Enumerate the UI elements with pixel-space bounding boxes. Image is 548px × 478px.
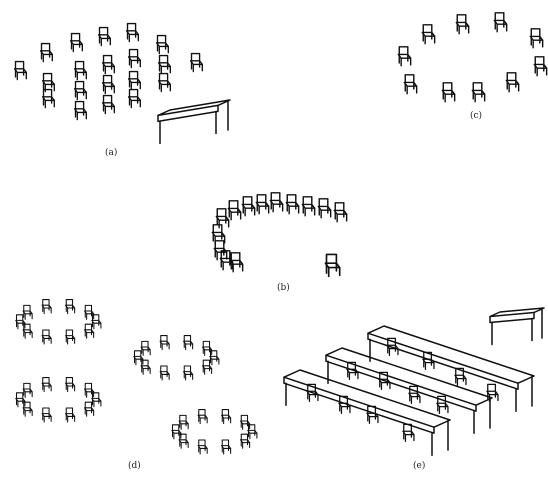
chair-icon [242, 197, 254, 216]
chair-icon [42, 378, 51, 392]
panel-label-e: (e) [413, 461, 425, 471]
chair-icon [43, 74, 55, 92]
chair-icon [15, 62, 27, 80]
chair-icon [103, 76, 115, 94]
chair-icon [160, 336, 169, 350]
chair-icon [99, 28, 111, 46]
chair-icon [75, 102, 87, 120]
chair-icon [159, 56, 171, 74]
chair-icon [42, 300, 51, 314]
chair-icon [66, 378, 75, 392]
chair-icon [23, 305, 32, 319]
chair-icon [71, 34, 83, 52]
chair-icon [456, 15, 468, 34]
chair-icon [160, 366, 169, 380]
chair-icon [42, 330, 51, 344]
chair-icon [129, 50, 141, 68]
chair-icon [286, 195, 298, 214]
chair-icon [66, 408, 75, 422]
panel-c-circle-seating [398, 13, 546, 102]
panel-label-a: (a) [105, 148, 117, 158]
panel-label-d: (d) [128, 461, 141, 471]
table [326, 348, 492, 433]
chair-icon [403, 424, 414, 441]
chair-icon [129, 72, 141, 90]
chair-icon [43, 90, 55, 108]
panel-b-semicircle-seating [212, 193, 346, 277]
chair-icon [494, 13, 506, 32]
chair-icon [198, 410, 207, 424]
chair-icon [184, 336, 193, 350]
chair-icon [530, 29, 542, 48]
panel-label-c: (c) [470, 111, 482, 121]
chair-icon [422, 25, 434, 44]
chair-icon [222, 410, 231, 424]
chair-icon [198, 440, 207, 454]
chair-icon [129, 90, 141, 108]
chair-icon [318, 199, 330, 218]
chair-icon [367, 406, 378, 423]
chair-icon [404, 75, 416, 94]
chair-icon [159, 74, 171, 92]
chair-icon [179, 415, 188, 429]
chair-icon [191, 54, 203, 72]
table [158, 100, 230, 143]
chair-icon [334, 203, 346, 222]
chair-icon [222, 440, 231, 454]
chair-icon [103, 56, 115, 74]
chair-icon [184, 366, 193, 380]
chair-icon [75, 82, 87, 100]
chair-icon [41, 44, 53, 62]
chair-icon [506, 73, 518, 92]
chair-icon [103, 96, 115, 114]
panel-e-long-tables-seating [284, 308, 544, 455]
chair-icon [42, 408, 51, 422]
chair-icon [534, 57, 546, 76]
chair-icon [228, 201, 240, 220]
chair-icon [23, 383, 32, 397]
panel-label-b: (b) [277, 283, 290, 293]
chair-icon [398, 47, 410, 66]
chair-icon [256, 195, 268, 214]
panel-a-rows-seating [15, 24, 230, 144]
chair-icon [66, 300, 75, 314]
chair-icon [157, 36, 169, 54]
panel-d-small-circles-seating [16, 300, 257, 454]
chair-icon [442, 83, 454, 102]
chair-icon [270, 193, 282, 212]
table [490, 308, 544, 345]
chair-icon [66, 330, 75, 344]
chair-icon [325, 254, 339, 276]
chair-icon [472, 83, 484, 102]
chair-icon [302, 197, 314, 216]
chair-icon [75, 62, 87, 80]
chair-icon [127, 24, 139, 42]
chair-icon [141, 341, 150, 355]
